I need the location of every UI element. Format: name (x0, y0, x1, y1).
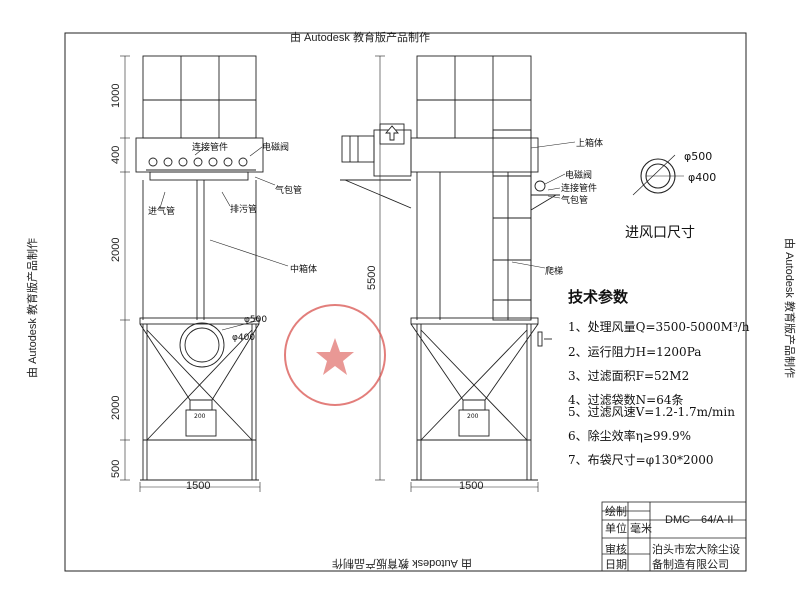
title-block-grid (601, 501, 747, 572)
ash-valve-label-front: 200 (194, 413, 206, 420)
dim-width-front: 1500 (186, 480, 211, 492)
label-gas-manifold-front: 气包管 (275, 186, 303, 196)
label-middle-box-front: 中箱体 (290, 265, 318, 275)
dim-2000-upper: 2000 (110, 237, 122, 262)
label-exhaust-pipe-front: 排污管 (230, 205, 258, 215)
tb-company-line1: 泊头市宏大除尘设 (652, 543, 740, 556)
label-upper-box-side: 上箱体 (576, 139, 604, 149)
tb-company-line2: 备制造有限公司 (652, 558, 729, 571)
params-title: 技术参数 (568, 288, 629, 306)
dim-1000: 1000 (110, 83, 122, 108)
inlet-detail (632, 154, 684, 196)
label-dia-400-front: φ400 (232, 333, 256, 343)
param-item: 1、处理风量Q=3500-5000M³/h (568, 320, 750, 334)
dim-width-side: 1500 (459, 480, 484, 492)
label-connecting-pipe-front: 连接管件 (192, 143, 229, 153)
side-view (340, 55, 576, 492)
drawing-border (64, 32, 747, 572)
label-gas-manifold-side: 气包管 (561, 196, 589, 206)
label-dia-500-front: φ500 (244, 315, 268, 325)
watermark-top: 由 Autodesk 教育版产品制作 (290, 32, 430, 44)
inlet-outer-dia: φ500 (684, 150, 713, 163)
tb-review: 审核 (605, 543, 627, 556)
dim-2000-lower: 2000 (110, 395, 122, 420)
tb-model: DMC—64/A-II (665, 514, 734, 526)
watermark-bottom: 由 Autodesk 教育版产品制作 (332, 557, 472, 569)
inlet-size-title: 进风口尺寸 (625, 225, 695, 241)
blow-valves-front (148, 157, 248, 167)
tb-date: 日期 (605, 558, 627, 571)
tb-unit-value: 毫米 (630, 522, 652, 535)
dim-5500: 5500 (366, 265, 378, 290)
tb-unit: 单位 (605, 522, 627, 535)
watermark-left: 由 Autodesk 教育版产品制作 (26, 238, 39, 378)
label-solenoid-valve-side: 电磁阀 (565, 171, 593, 181)
front-view (120, 55, 289, 492)
inlet-inner-dia: φ400 (688, 171, 717, 184)
label-solenoid-valve-front: 电磁阀 (262, 143, 290, 153)
param-item: 3、过滤面积F=52M2 (568, 369, 690, 383)
label-connecting-pipe-side: 连接管件 (561, 184, 598, 194)
tb-drawn: 绘制 (605, 505, 627, 518)
param-item: 5、过滤风速V=1.2-1.7m/min (568, 405, 735, 419)
param-item: 2、运行阻力H=1200Pa (568, 345, 702, 359)
param-item: 6、除尘效率η≥99.9% (568, 429, 692, 443)
dim-500: 500 (110, 459, 122, 478)
param-item: 7、布袋尺寸=φ130*2000 (568, 453, 714, 467)
company-stamp-seal (284, 304, 386, 406)
label-inlet-pipe-front: 进气管 (148, 207, 176, 217)
param-item: 4、过滤袋数N=64条 (568, 393, 684, 407)
watermark-right: 由 Autodesk 教育版产品制作 (782, 238, 795, 378)
label-ladder-side: 爬梯 (545, 267, 564, 277)
ash-valve-label-side: 200 (467, 413, 479, 420)
dim-400: 400 (110, 145, 122, 164)
